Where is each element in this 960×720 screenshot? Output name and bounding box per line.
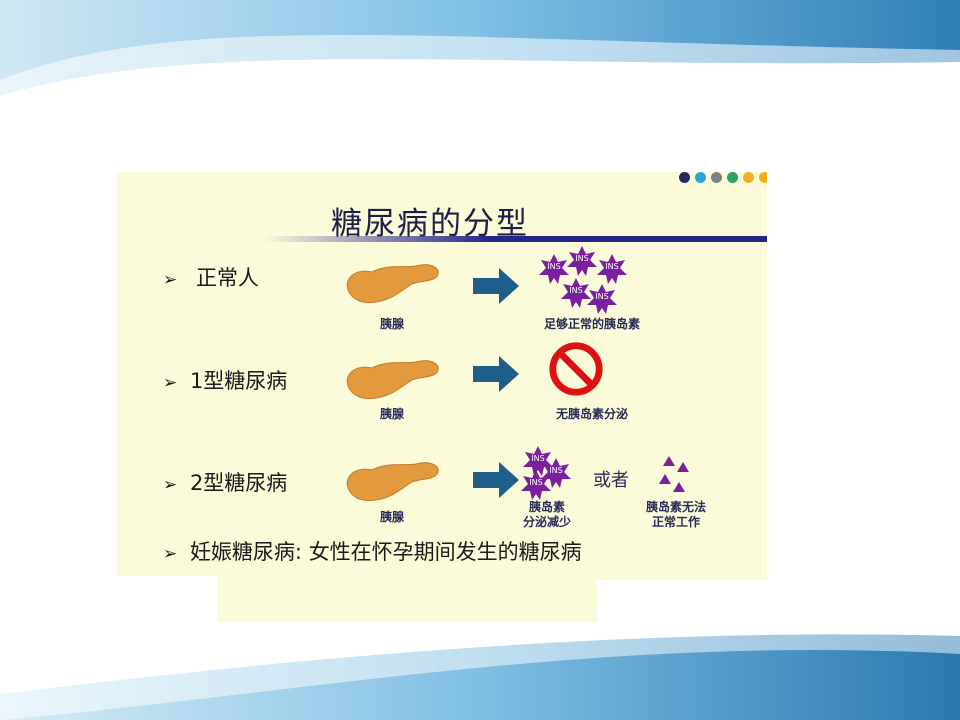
organ-label: 胰腺	[379, 317, 404, 331]
result-label-a-line-2: 分泌减少	[522, 515, 571, 529]
bullet-gestational: ➢ 妊娠糖尿病: 女性在怀孕期间发生的糖尿病	[163, 536, 582, 566]
result-label-b: 胰岛素无法 正常工作	[633, 500, 719, 530]
scan-artifact	[117, 576, 217, 622]
arrow-right-icon	[473, 268, 519, 304]
insulin-molecule-icon: INS	[523, 446, 553, 476]
arrow-right-icon	[473, 462, 519, 498]
insulin-text: INS	[531, 454, 545, 463]
bullet-label: 2型糖尿病	[189, 471, 288, 495]
bullet-arrow-icon: ➢	[163, 544, 178, 564]
dot-5	[743, 172, 754, 183]
dot-3	[711, 172, 722, 183]
triangles-icon	[659, 456, 689, 492]
pancreas-icon	[346, 360, 439, 399]
insulin-text: INS	[569, 286, 583, 295]
slide-image: 糖尿病的分型 ➢ 正常人 胰腺 INS INS INS INS INS 足够正常…	[117, 172, 767, 622]
insulin-molecule-icon: INS	[539, 254, 569, 284]
bullet-arrow-icon: ➢	[163, 270, 178, 290]
dot-6	[759, 172, 767, 183]
insulin-cluster-reduced: INS INS INS	[521, 444, 581, 500]
bullet-label: 1型糖尿病	[189, 369, 288, 393]
dot-2	[695, 172, 706, 183]
insulin-molecule-icon: INS	[521, 470, 551, 500]
result-label: 足够正常的胰岛素	[543, 317, 640, 331]
result-label-a-line-1: 胰岛素	[528, 500, 565, 514]
pancreas-icon	[346, 264, 439, 303]
insulin-text: INS	[605, 262, 619, 271]
insulin-text: INS	[575, 254, 589, 263]
insulin-text: INS	[529, 478, 543, 487]
insulin-text: INS	[595, 292, 609, 301]
bullet-label: 妊娠糖尿病: 女性在怀孕期间发生的糖尿病	[189, 540, 582, 564]
bullet-arrow-icon: ➢	[163, 373, 178, 393]
insulin-text: INS	[547, 262, 561, 271]
bullet-normal: ➢ 正常人	[163, 262, 259, 292]
scan-artifact	[597, 580, 767, 622]
result-label-a: 胰岛素 分泌减少	[513, 500, 581, 530]
dot-4	[727, 172, 738, 183]
insulin-cluster: INS INS INS INS INS	[535, 244, 635, 314]
dot-1	[679, 172, 690, 183]
result-label-b-line-2: 正常工作	[651, 515, 700, 529]
prohibited-icon	[549, 342, 603, 396]
insulin-molecule-icon: INS	[587, 284, 617, 314]
or-text: 或者	[593, 470, 629, 491]
arrow-right-icon	[473, 356, 519, 392]
result-label: 无胰岛素分泌	[555, 407, 628, 421]
organ-label: 胰腺	[379, 510, 404, 524]
title-underline	[263, 236, 767, 242]
organ-label: 胰腺	[379, 407, 404, 421]
insulin-molecule-icon: INS	[541, 458, 571, 488]
bullet-label: 正常人	[195, 266, 259, 290]
insulin-molecule-icon: INS	[597, 254, 627, 284]
bullet-type-1: ➢ 1型糖尿病	[163, 365, 287, 395]
result-label-b-line-1: 胰岛素无法	[645, 500, 706, 514]
bottom-decorative-band	[0, 624, 960, 720]
bullet-arrow-icon: ➢	[163, 475, 178, 495]
pancreas-icon	[346, 462, 439, 501]
top-decorative-band	[0, 0, 960, 96]
insulin-molecule-icon: INS	[561, 278, 591, 308]
insulin-text: INS	[549, 466, 563, 475]
insulin-molecule-icon: INS	[567, 246, 597, 276]
bullet-type-2: ➢ 2型糖尿病	[163, 467, 287, 497]
